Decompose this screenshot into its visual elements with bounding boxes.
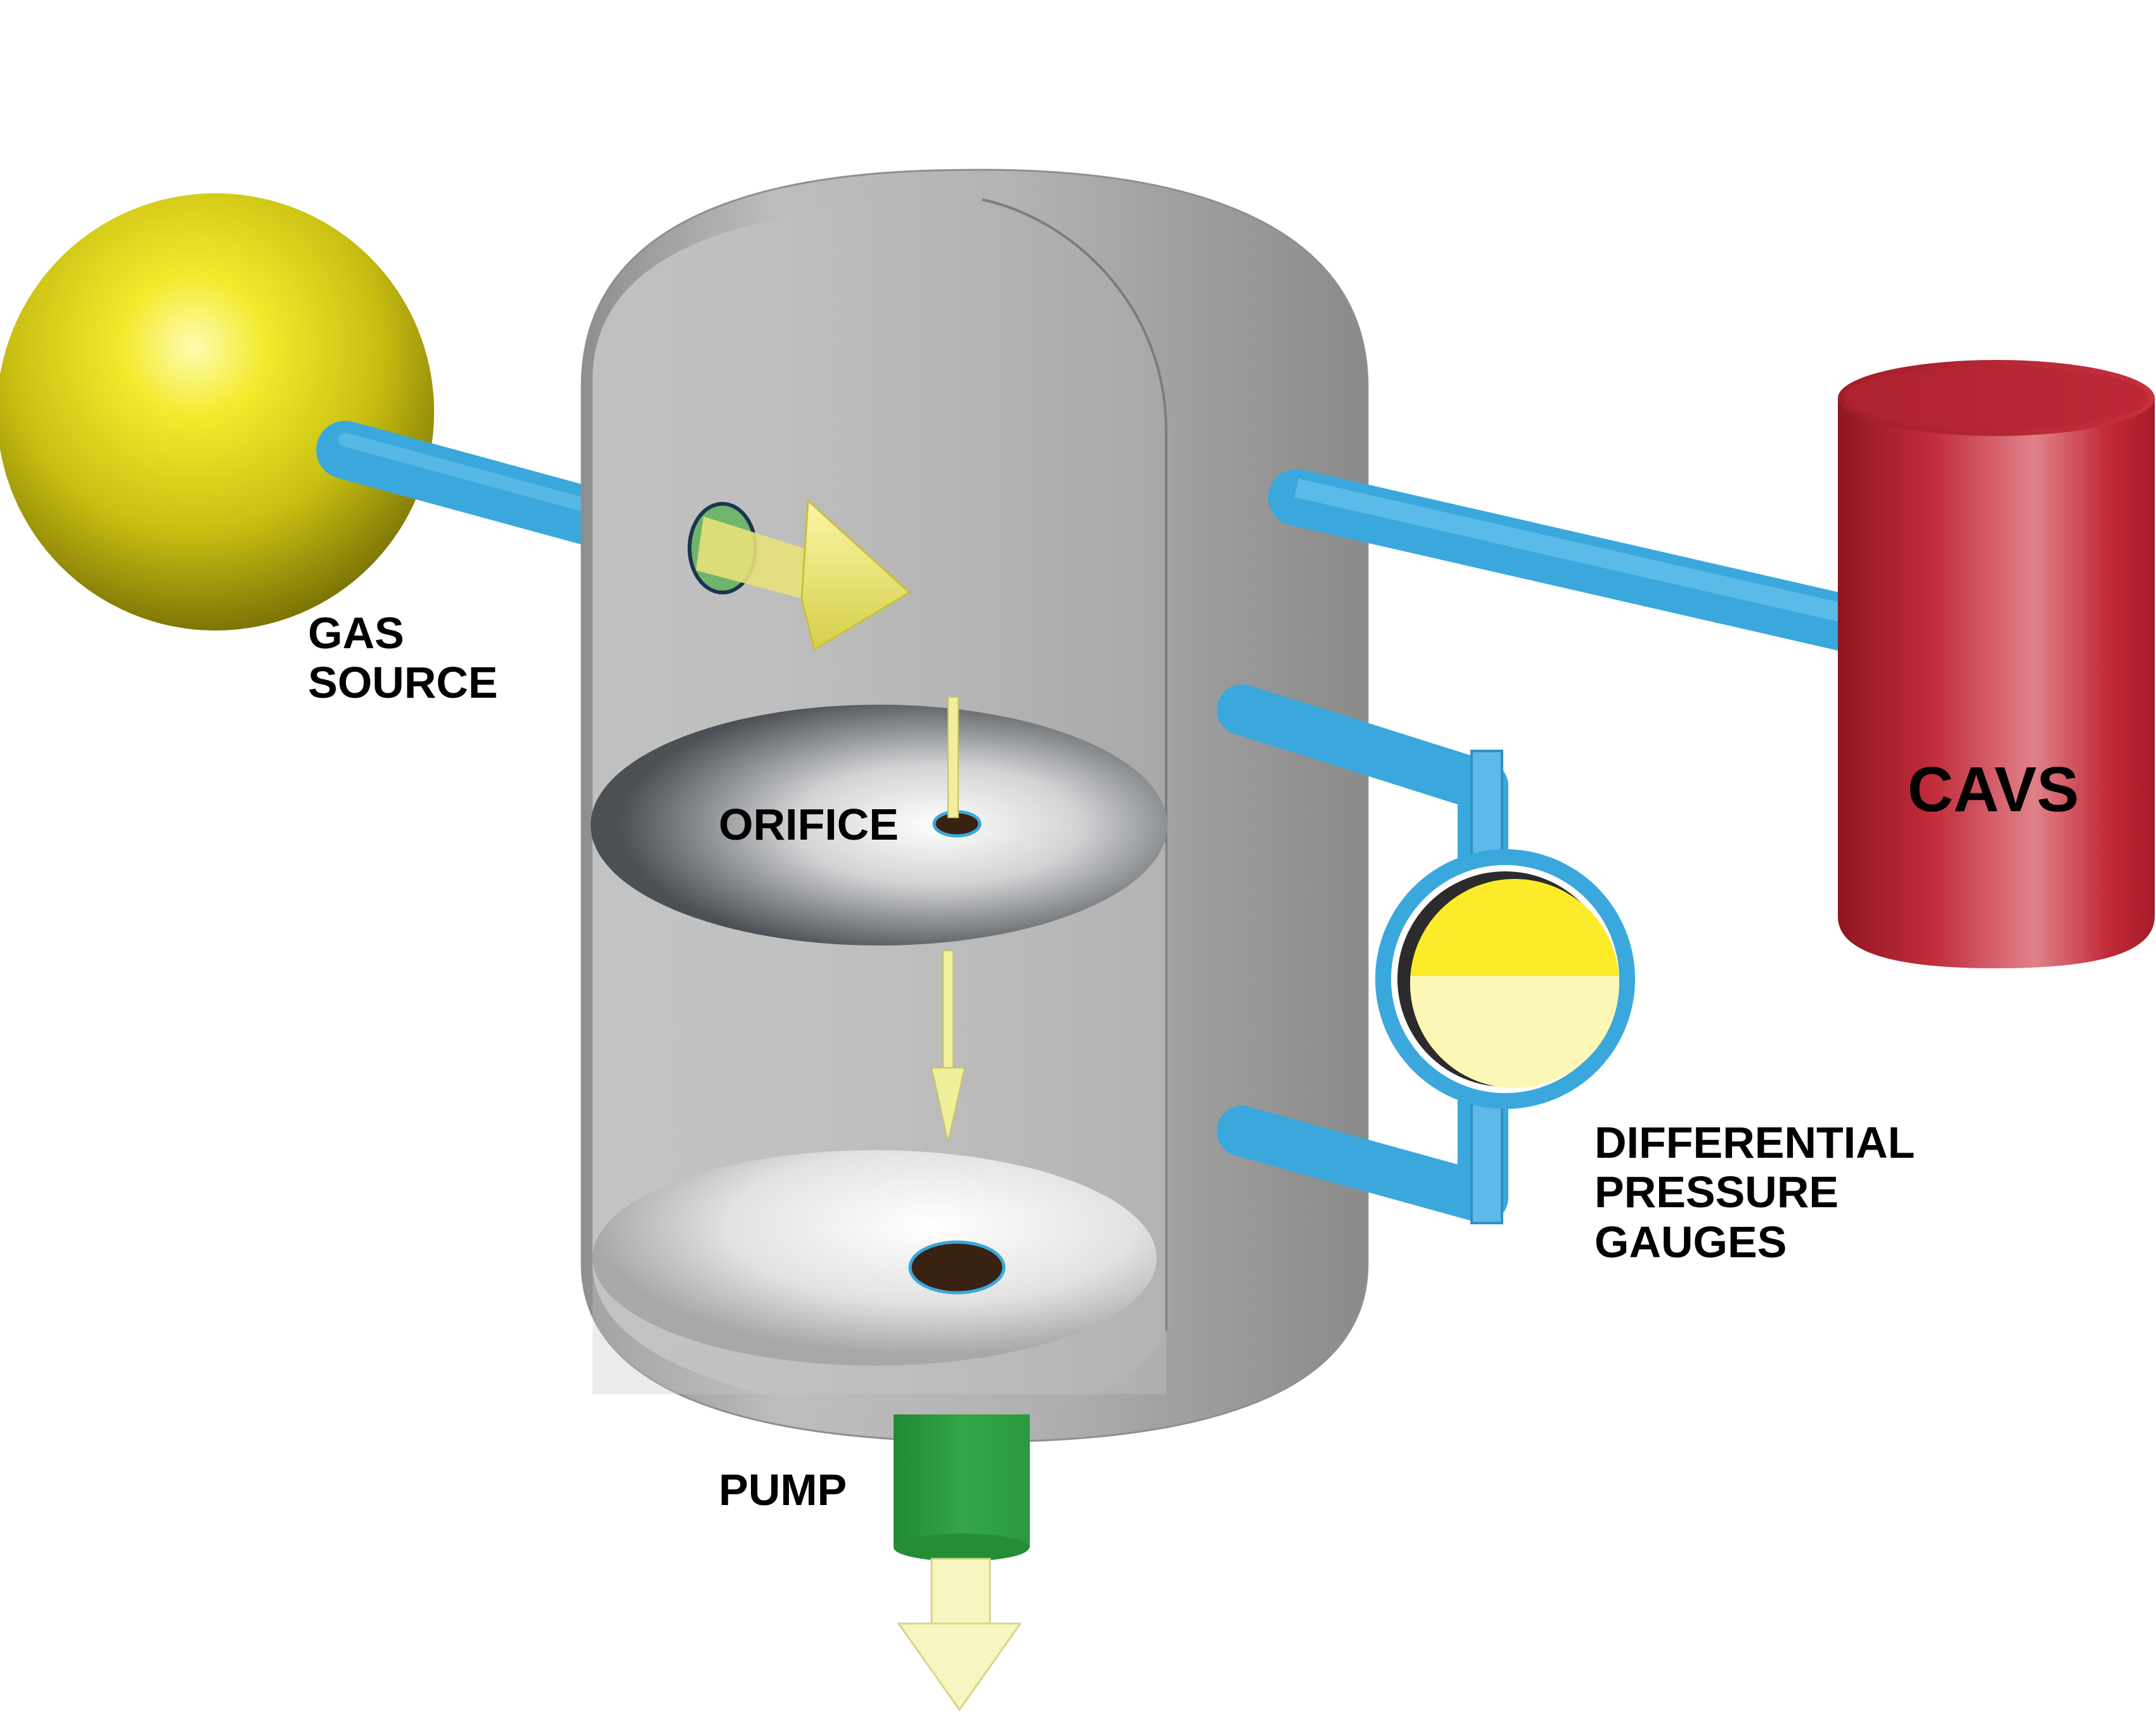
gas-inlet-pipe xyxy=(316,421,619,546)
orifice-label: ORIFICE xyxy=(719,800,899,849)
pump xyxy=(894,1414,1030,1561)
flow-arrow-lower xyxy=(930,950,966,1143)
cavs-cylinder xyxy=(1838,360,2155,968)
dpg-label-line3: GAUGES xyxy=(1595,1217,1787,1267)
pump-exhaust-arrow xyxy=(897,1558,1022,1711)
cavs-pipe xyxy=(1268,469,1879,653)
differential-pressure-gauge xyxy=(1375,849,1635,1109)
dpg-label-line1: DIFFERENTIAL xyxy=(1595,1118,1915,1167)
gas-source-sphere xyxy=(0,193,434,631)
gas-source-label-line2: SOURCE xyxy=(308,658,498,708)
cavs-label: CAVS xyxy=(1908,754,2079,825)
pump-label: PUMP xyxy=(719,1465,847,1515)
dpg-label-line2: PRESSURE xyxy=(1595,1167,1839,1217)
flow-arrow-upper xyxy=(947,696,959,818)
differential-pressure-gauges-label: DIFFERENTIAL PRESSURE GAUGES xyxy=(1595,1118,1915,1267)
pump-outlet-hole xyxy=(908,1240,1006,1295)
orifice-plate xyxy=(591,705,1167,945)
gas-source-label: GAS SOURCE xyxy=(308,608,497,708)
inlet-flow-arrow xyxy=(696,498,911,651)
gas-source-label-line1: GAS xyxy=(308,608,404,658)
